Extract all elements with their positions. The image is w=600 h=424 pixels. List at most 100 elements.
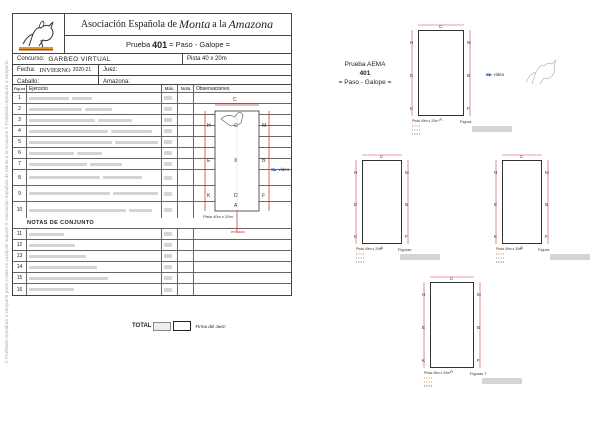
row-nota-input[interactable] (178, 170, 194, 185)
row-observaciones[interactable] (194, 273, 291, 283)
row-nota-input[interactable] (178, 251, 194, 261)
row-number: 13 (13, 251, 27, 261)
col-observaciones: Observaciones (196, 85, 230, 92)
table-row: 8 (13, 170, 291, 186)
total-row: TOTAL Firma del Juez: (12, 320, 292, 332)
horse-rider-logo-icon (19, 20, 54, 51)
col-max: Máx. (162, 85, 178, 92)
arena-letter-b: B (477, 325, 481, 330)
table-row: 12 (13, 240, 291, 251)
arena-letter-b: B (545, 202, 549, 207)
arena-letter-d: D (234, 193, 238, 199)
row-observaciones[interactable] (194, 262, 291, 272)
table-row: 15 (13, 273, 291, 284)
right-title-line3: = Paso - Galope = (338, 79, 392, 86)
arena-letter-b: B (467, 73, 471, 78)
arena-track-lines (423, 276, 481, 368)
row-max (162, 229, 178, 239)
arena-letter-x: X (234, 158, 238, 164)
row-nota-input[interactable] (178, 104, 194, 114)
row-nota-input[interactable] (178, 137, 194, 147)
arena-letter-m: M (467, 40, 471, 45)
row-nota-input[interactable] (178, 284, 194, 295)
arena-letter-a: A (234, 203, 238, 209)
col-nota: Nota (178, 85, 194, 92)
row-number: 14 (13, 262, 27, 272)
table-row: 7 (13, 159, 291, 170)
row-nota-input[interactable] (178, 186, 194, 201)
test-prefix: Prueba (125, 40, 151, 49)
video-link[interactable]: ■▶ video (271, 167, 289, 173)
redacted-text (400, 254, 440, 260)
row-max (162, 202, 178, 218)
arena-legend: • • • •• • • •• • • • (496, 252, 505, 264)
row-number: 2 (13, 104, 27, 114)
row-nota-input[interactable] (178, 115, 194, 125)
row-nota-input[interactable] (178, 93, 194, 103)
fecha-label: Fecha: (17, 67, 36, 73)
test-number: 401 (152, 39, 168, 50)
arena-letter-k: K (494, 234, 498, 239)
arena-letter-m: M (405, 170, 409, 175)
caballo-field: Caballo: (13, 76, 99, 87)
arena-legend: • • • •• • • •• • • • (424, 376, 433, 388)
row-exercise (27, 229, 162, 239)
right-test-title: Prueba AEMA 401 = Paso - Galope = (325, 60, 405, 87)
row-exercise (27, 159, 162, 169)
row-max (162, 240, 178, 250)
total-score-box[interactable] (173, 321, 192, 331)
score-table: Figura Ejercicio Máx. Nota Observaciones… (12, 84, 292, 296)
row-number: 6 (13, 148, 27, 158)
row-max (162, 186, 178, 201)
arena-letter-h: H (494, 170, 498, 175)
arena-letter-c: C (450, 276, 454, 281)
table-row: 5 (13, 137, 291, 148)
row-exercise (27, 126, 162, 136)
arena-caption: Figura (538, 247, 550, 252)
row-number: 3 (13, 115, 27, 125)
fecha-value: INVIERNO (39, 66, 71, 74)
score-table-header: Figura Ejercicio Máx. Nota Observaciones (13, 85, 291, 93)
row-nota-input[interactable] (178, 229, 194, 239)
row-nota-input[interactable] (178, 262, 194, 272)
row-observaciones[interactable] (194, 284, 291, 295)
arena-size-label: Pista 40m x 20m (356, 247, 383, 251)
row-number: 5 (13, 137, 27, 147)
arena-letter-a: A (439, 117, 443, 122)
arena-letter-b: B (262, 158, 266, 164)
arena-letter-h: H (354, 170, 358, 175)
arena-legend: • • • •• • • •• • • • (412, 124, 421, 136)
row-observaciones[interactable] (194, 251, 291, 261)
arena-letter-a: A (450, 369, 454, 374)
arena-letter-k: K (410, 106, 414, 111)
row-nota-input[interactable] (178, 202, 194, 218)
video-link[interactable]: ■▶ video (486, 72, 504, 78)
row-number: 12 (13, 240, 27, 250)
row-nota-input[interactable] (178, 126, 194, 136)
row-nota-input[interactable] (178, 148, 194, 158)
row-max (162, 93, 178, 103)
row-exercise (27, 240, 162, 250)
amazona-label: Amazona: (103, 78, 131, 85)
table-row: 11 (13, 229, 291, 240)
video-label: video (493, 72, 505, 77)
redacted-text (472, 126, 512, 132)
arena-letter-k: K (354, 234, 358, 239)
arena-letter-f: F (262, 193, 266, 199)
test-title: Prueba 401 = Paso - Galope = (65, 36, 291, 53)
judge-signature-label: Firma del Juez: (195, 323, 227, 329)
arena-legend: • • • •• • • •• • • • (356, 252, 365, 264)
fecha-field: Fecha: INVIERNO 2020-21 (13, 65, 99, 75)
row-number: 4 (13, 126, 27, 136)
arena-entrada-label: entrada (231, 229, 245, 234)
arena-letter-f: F (405, 234, 408, 239)
row-nota-input[interactable] (178, 273, 194, 283)
total-label: TOTAL (132, 323, 152, 329)
table-row: 13 (13, 251, 291, 262)
row-nota-input[interactable] (178, 240, 194, 250)
arena-letter-c: C (233, 97, 237, 103)
juez-field: Juez: (99, 65, 291, 75)
row-nota-input[interactable] (178, 159, 194, 169)
arena-letter-f: F (467, 106, 470, 111)
arena-letter-e: E (422, 325, 426, 330)
